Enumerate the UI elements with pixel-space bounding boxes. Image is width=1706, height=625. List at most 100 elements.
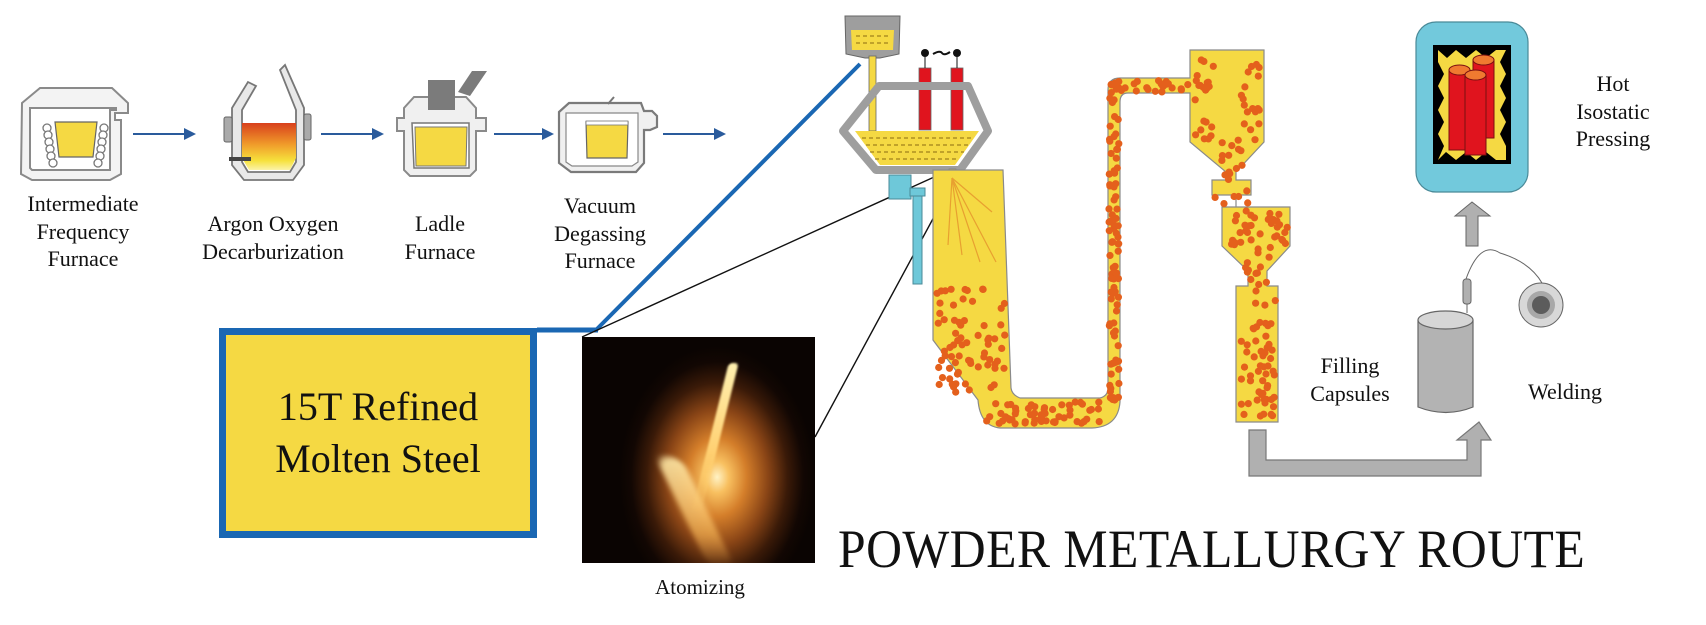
- powder-particle: [1200, 135, 1208, 143]
- powder-particle: [1055, 413, 1063, 421]
- powder-particle: [1230, 240, 1238, 248]
- powder-particle: [1000, 364, 1008, 372]
- powder-particle: [951, 359, 960, 367]
- powder-particle: [1106, 181, 1114, 189]
- powder-particle: [1252, 287, 1260, 295]
- powder-particle: [1004, 415, 1013, 423]
- powder-particle: [1236, 229, 1244, 237]
- step-label-hot-isostatic-pressing: Hot Isostatic Pressing: [1558, 70, 1668, 153]
- powder-particles: [933, 56, 1291, 428]
- powder-particle: [1106, 387, 1114, 396]
- powder-particle: [1114, 393, 1122, 401]
- label-line: Argon Oxygen: [207, 211, 339, 236]
- powder-particle: [1211, 193, 1219, 201]
- label-line: Intermediate: [27, 191, 139, 216]
- zoom-connector-line: [581, 172, 944, 338]
- powder-particle: [998, 344, 1006, 352]
- powder-particle: [1269, 367, 1277, 375]
- powder-particle: [1021, 419, 1029, 427]
- powder-particle: [965, 356, 973, 364]
- powder-particle: [1234, 136, 1242, 144]
- powder-particle: [950, 316, 959, 324]
- powder-particle: [1243, 341, 1251, 349]
- powder-particle: [1004, 401, 1012, 409]
- powder-particle: [1108, 98, 1116, 107]
- label-line: Decarburization: [202, 238, 344, 264]
- powder-particle: [934, 319, 942, 327]
- powder-particle: [1253, 269, 1261, 277]
- label-line: Furnace: [47, 246, 119, 271]
- powder-particle: [963, 286, 971, 295]
- powder-particle: [1258, 391, 1266, 399]
- powder-particle: [933, 289, 941, 297]
- powder-particle: [935, 380, 943, 389]
- powder-particle: [1246, 372, 1255, 380]
- powder-particle: [1237, 337, 1245, 345]
- powder-particle: [1262, 332, 1270, 340]
- powder-particle: [1252, 337, 1260, 345]
- powder-particle: [1243, 228, 1252, 236]
- powder-particle: [1240, 120, 1248, 128]
- tundish-icon: [844, 15, 901, 132]
- powder-particle: [985, 334, 993, 342]
- powder-particle: [1114, 357, 1123, 365]
- powder-particle: [1239, 95, 1247, 103]
- powder-particle: [1151, 87, 1159, 95]
- powder-particle: [1255, 120, 1263, 128]
- powder-particle: [1110, 196, 1118, 204]
- powder-particle: [1110, 283, 1118, 292]
- powder-particle: [1251, 108, 1259, 116]
- powder-particle: [1237, 147, 1245, 155]
- powder-particle: [986, 413, 994, 421]
- powder-particle: [1271, 297, 1279, 305]
- powder-particle: [1095, 418, 1103, 426]
- aod-converter-icon: [223, 63, 312, 181]
- powder-particle: [1252, 60, 1260, 69]
- powder-particle: [1058, 401, 1066, 409]
- powder-particle: [1078, 400, 1086, 408]
- hip-vessel-icon: [1415, 21, 1529, 193]
- powder-particle: [1144, 85, 1152, 93]
- powder-particle: [1256, 412, 1264, 420]
- powder-particle: [1259, 377, 1267, 385]
- powder-particle: [1105, 322, 1113, 330]
- powder-particle: [1200, 117, 1208, 125]
- powder-particle: [1266, 209, 1274, 218]
- powder-particle: [1109, 264, 1117, 272]
- powder-particle: [1255, 280, 1263, 289]
- atomizing-photo: [582, 337, 815, 563]
- powder-particle: [995, 419, 1003, 427]
- powder-particle: [1027, 401, 1035, 409]
- up-arrow: [1453, 201, 1492, 247]
- powder-particle: [1106, 251, 1114, 260]
- powder-particle: [979, 285, 987, 293]
- powder-particle: [1115, 365, 1123, 373]
- powder-particle: [1235, 192, 1243, 201]
- diagram-title: POWDER METALLURGY ROUTE: [838, 519, 1586, 579]
- powder-particle: [1265, 253, 1273, 261]
- label-line: Degassing: [554, 220, 646, 246]
- molten-stream: [691, 363, 739, 513]
- powder-particle: [1133, 77, 1141, 85]
- powder-particle: [1073, 418, 1081, 426]
- label-line: Frequency: [36, 218, 130, 244]
- powder-particle: [1269, 403, 1278, 411]
- powder-particle: [949, 301, 958, 309]
- powder-particle: [1205, 82, 1213, 91]
- powder-particle: [1221, 171, 1229, 179]
- step-label-intermediate-frequency-furnace: Intermediate Frequency Furnace: [4, 190, 162, 273]
- label-line: Capsules: [1310, 380, 1390, 406]
- powder-particle: [1265, 340, 1273, 348]
- powder-particle: [1095, 398, 1103, 406]
- powder-particle: [980, 353, 988, 361]
- powder-particle: [965, 386, 973, 394]
- powder-particle: [1107, 370, 1115, 378]
- zoom-connector-line: [814, 177, 956, 438]
- powder-particle: [992, 400, 1000, 408]
- powder-particle: [1254, 249, 1262, 257]
- powder-particle: [1243, 187, 1251, 195]
- powder-particle: [960, 317, 969, 325]
- gas-nozzle-icon: [888, 174, 926, 285]
- powder-particle: [980, 322, 988, 330]
- powder-particle: [941, 287, 949, 295]
